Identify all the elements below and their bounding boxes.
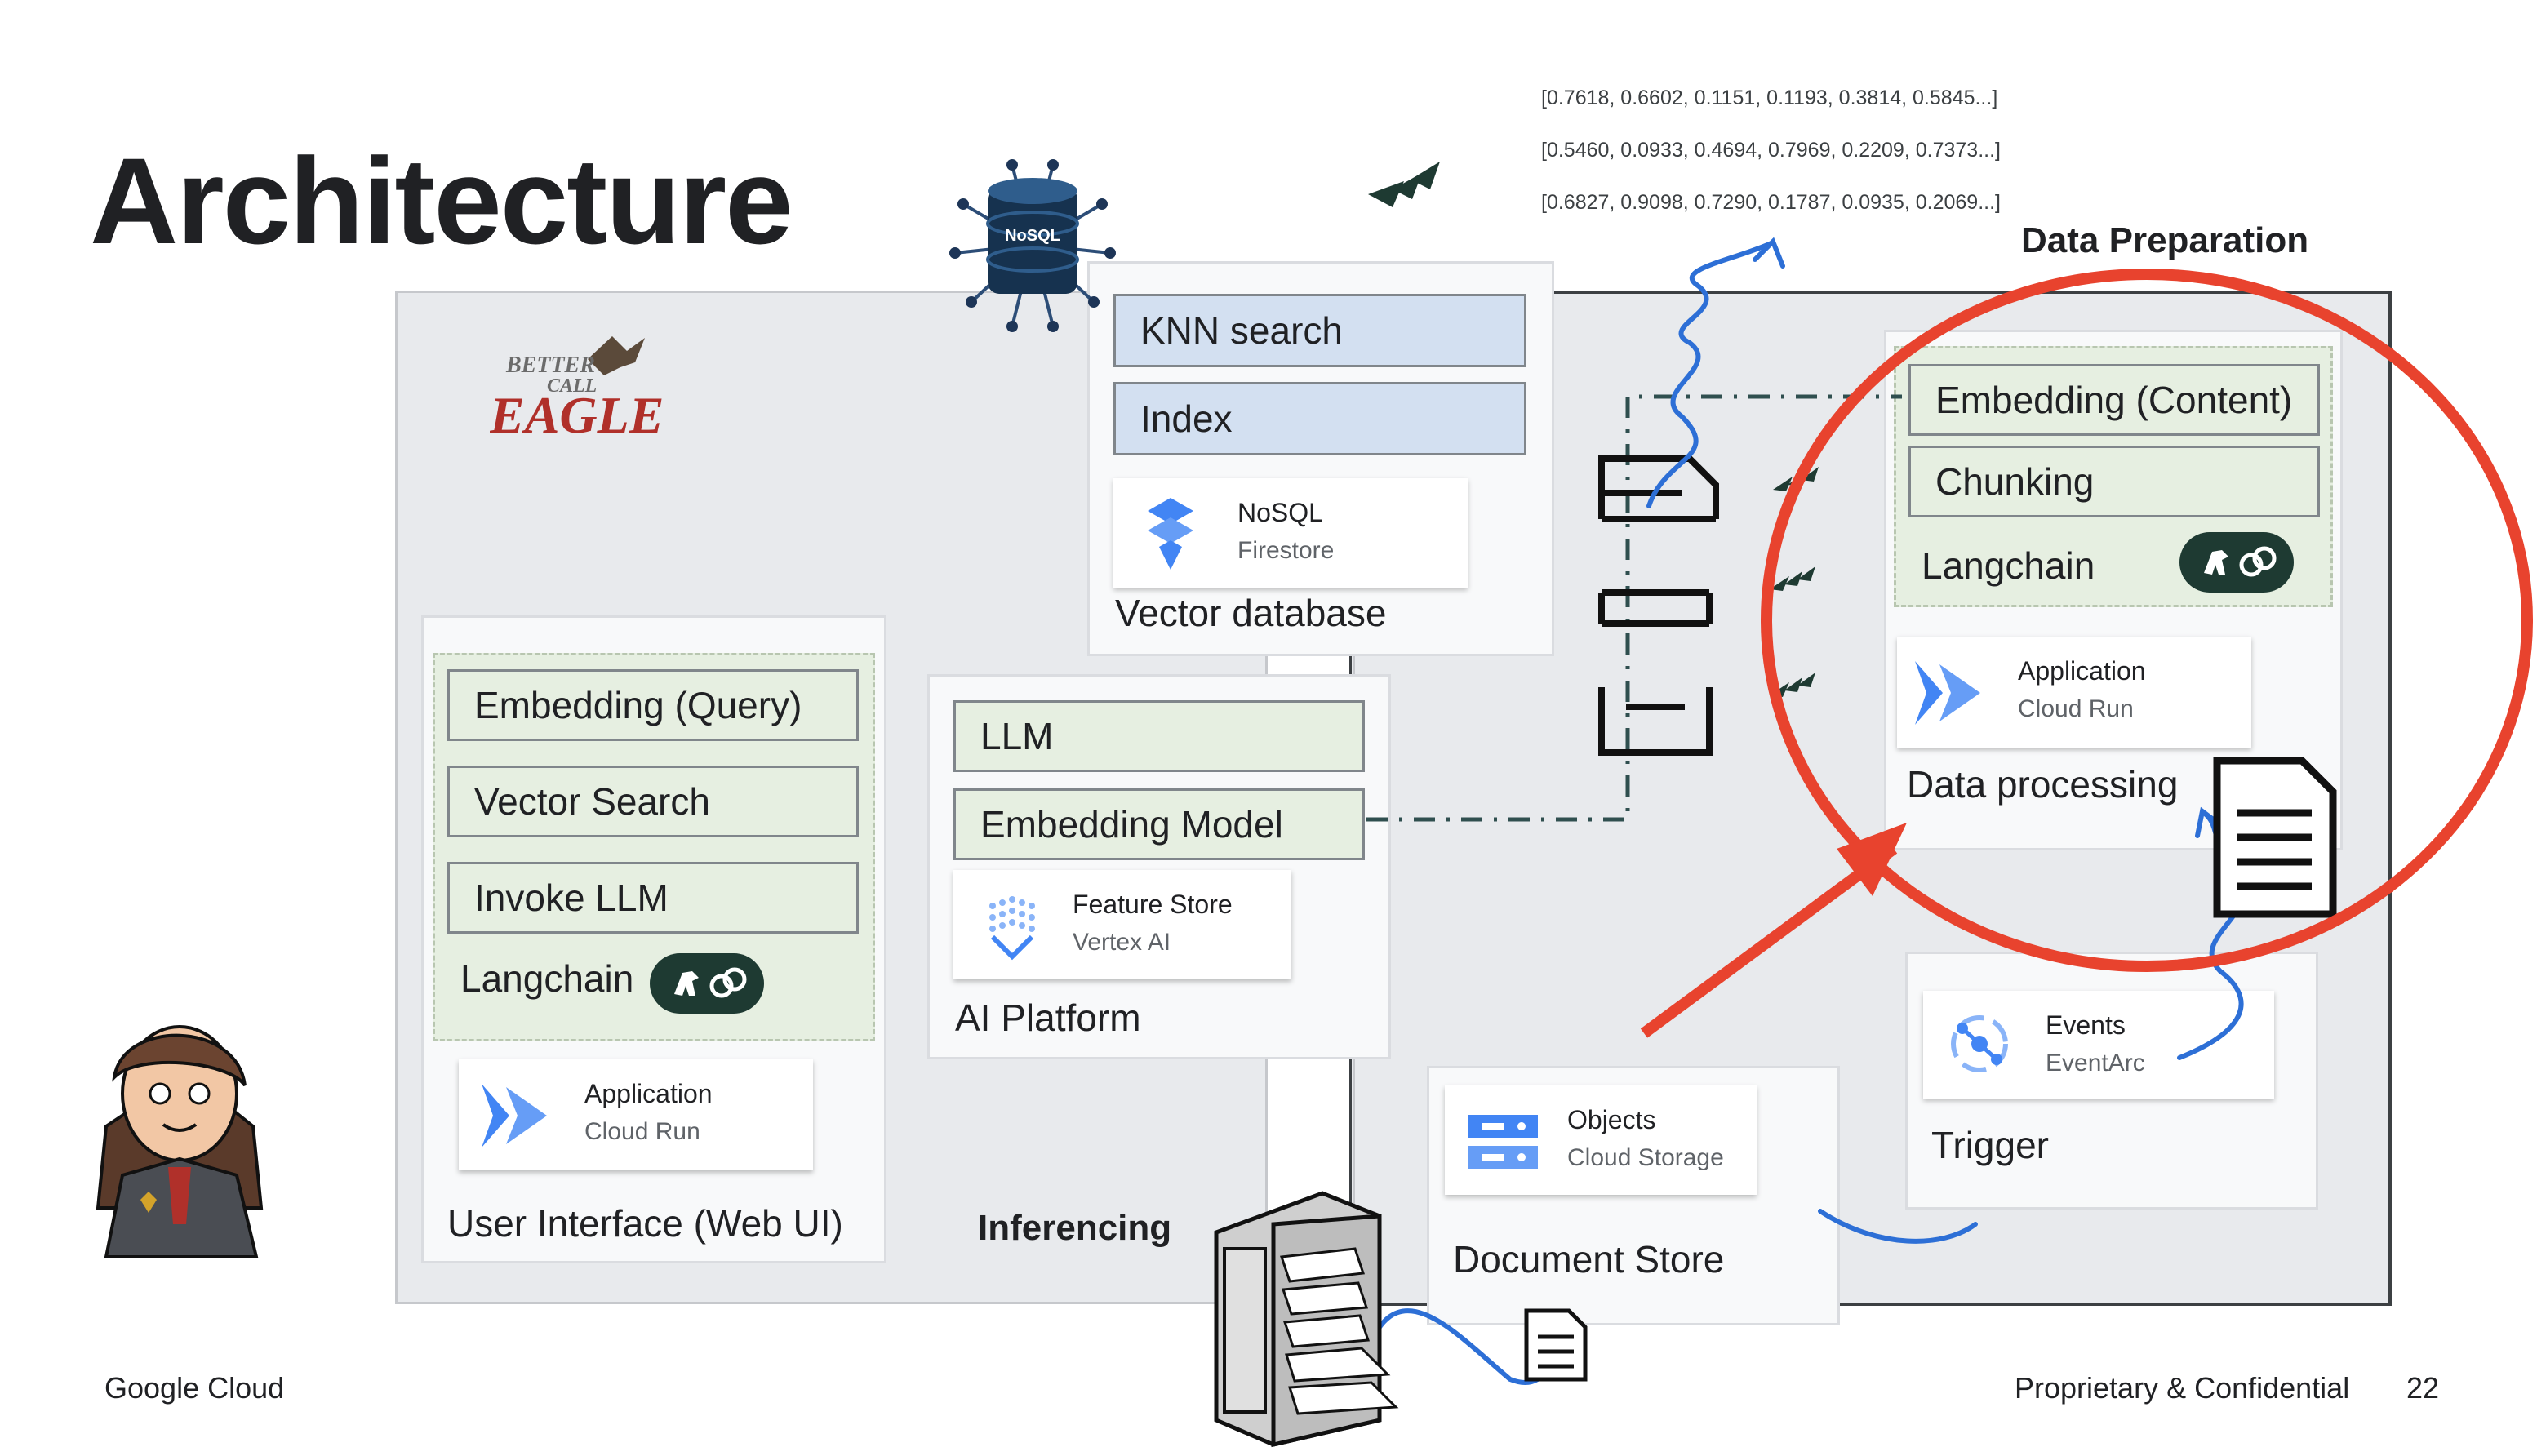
trigger-eventarc-service: Events EventArc: [1923, 991, 2274, 1099]
vdb-firestore-service: NoSQL Firestore: [1113, 478, 1468, 588]
ui-service-name: Application: [584, 1079, 713, 1108]
ui-service-sub: Cloud Run: [584, 1118, 700, 1145]
trigger-service-sub: EventArc: [2046, 1050, 2145, 1076]
inferencing-heading: Inferencing: [978, 1208, 1172, 1248]
blue-flow-arrows: [1371, 237, 2245, 1386]
vdb-knn-search: KNN search: [1113, 294, 1526, 367]
page-title: Architecture: [90, 132, 793, 269]
ui-embedding-query: Embedding (Query): [447, 669, 859, 741]
large-document-icon: [2213, 757, 2337, 918]
ui-cloud-run-service: Application Cloud Run: [459, 1059, 813, 1170]
nosql-icon-label: NoSQL: [1005, 227, 1060, 245]
ds-card-label: Document Store: [1453, 1238, 1725, 1281]
cloud-run-icon: [482, 1084, 547, 1147]
ds-service-sub: Cloud Storage: [1567, 1144, 1724, 1171]
ai-card-label: AI Platform: [955, 997, 1141, 1039]
vdb-card-label: Vector database: [1115, 592, 1387, 634]
ai-llm: LLM: [953, 700, 1365, 772]
logo-line-1: BETTER: [505, 353, 595, 378]
vdb-service-sub: Firestore: [1237, 537, 1335, 564]
ai-service-name: Feature Store: [1073, 890, 1233, 919]
nosql-database-icon: NoSQL: [947, 155, 1118, 335]
better-call-eagle-logo: BETTER CALL EAGLE: [489, 326, 669, 449]
ds-service-name: Objects: [1567, 1105, 1656, 1134]
cloud-run-icon: [1915, 661, 1980, 725]
dp-cloud-run-service: Application Cloud Run: [1897, 637, 2251, 748]
chunk-documents-icon: [1598, 455, 1719, 756]
dp-langchain-badge: [2179, 532, 2294, 593]
vdb-index: Index: [1113, 382, 1526, 455]
ui-vector-search: Vector Search: [447, 766, 859, 837]
ds-cloud-storage-service: Objects Cloud Storage: [1445, 1085, 1757, 1195]
footer-brand: Google Cloud: [104, 1371, 285, 1405]
ui-card-label: User Interface (Web UI): [447, 1202, 843, 1245]
red-annotation: [1640, 269, 2533, 1038]
trigger-service-name: Events: [2046, 1010, 2126, 1040]
ai-service-sub: Vertex AI: [1073, 929, 1171, 956]
eventarc-icon: [1951, 1015, 2008, 1072]
footer-page-number: 22: [2406, 1371, 2440, 1405]
single-document-icon: [1524, 1308, 1588, 1382]
data-preparation-heading: Data Preparation: [2021, 220, 2309, 260]
logo-line-2: CALL: [547, 375, 597, 397]
embedding-connector: [1366, 394, 1902, 822]
cloud-storage-icon: [1468, 1115, 1538, 1169]
trigger-card-label: Trigger: [1931, 1124, 2049, 1166]
vector-line-2: [0.5460, 0.0933, 0.4694, 0.7969, 0.2209,…: [1541, 139, 2001, 162]
ui-invoke-llm: Invoke LLM: [447, 862, 859, 934]
vector-line-1: [0.7618, 0.6602, 0.1151, 0.1193, 0.3814,…: [1541, 87, 1998, 109]
dp-chunking: Chunking: [1908, 446, 2320, 517]
vector-line-3: [0.6827, 0.9098, 0.7290, 0.1787, 0.0935,…: [1541, 191, 2001, 214]
chevron-arrows-icon: [1368, 162, 1819, 697]
footer-confidential: Proprietary & Confidential: [2015, 1371, 2350, 1405]
ui-langchain-badge: [650, 953, 764, 1014]
ui-langchain-label: Langchain: [460, 957, 634, 1000]
dp-service-name: Application: [2018, 656, 2146, 686]
vertex-ai-icon: [989, 896, 1035, 961]
filing-cabinet-icon: [1214, 1191, 1399, 1448]
vdb-service-name: NoSQL: [1237, 498, 1323, 527]
ai-feature-store-service: Feature Store Vertex AI: [953, 870, 1291, 979]
red-arrowhead: [1837, 823, 1907, 896]
avatar: [96, 1025, 264, 1258]
dp-card-label: Data processing: [1907, 763, 2179, 806]
dp-langchain-label: Langchain: [1922, 544, 2095, 587]
logo-line-3: EAGLE: [490, 386, 664, 444]
dp-service-sub: Cloud Run: [2018, 695, 2134, 722]
ai-embedding-model: Embedding Model: [953, 788, 1365, 860]
dp-embedding-content: Embedding (Content): [1908, 364, 2320, 436]
firestore-icon: [1148, 498, 1193, 570]
